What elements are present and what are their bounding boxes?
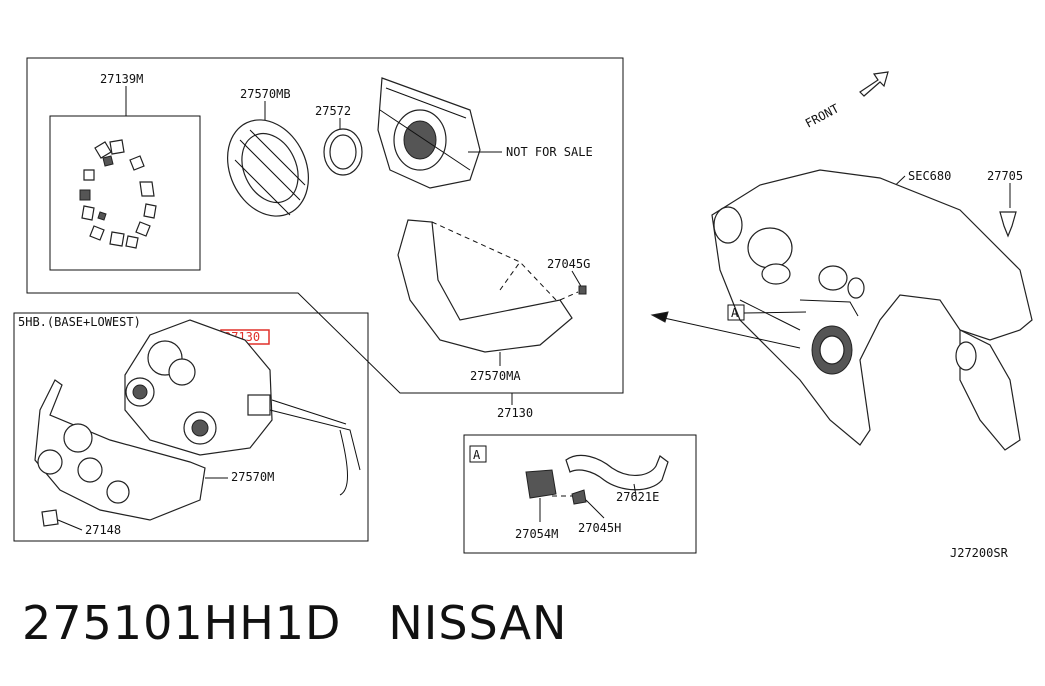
upper-group-frame (26, 57, 624, 394)
part-27148-knob (41, 509, 59, 527)
label-27621e: 27621E (616, 490, 659, 504)
label-27705: 27705 (987, 169, 1023, 183)
label-front: FRONT (803, 101, 841, 130)
kit-27139m-frame (49, 115, 201, 271)
label-27572: 27572 (315, 104, 351, 118)
part-number: 275101HH1D (22, 596, 342, 650)
label-variant: 5HB.(BASE+LOWEST) (18, 315, 141, 329)
part-27621e-hose (565, 454, 669, 491)
part-not-for-sale-unit (377, 77, 481, 189)
part-27045g-clip (578, 285, 587, 295)
label-27570mb: 27570MB (240, 87, 291, 101)
label-a-main: A (731, 306, 739, 320)
part-27570m-bezel (34, 379, 206, 521)
label-27054m: 27054M (515, 527, 558, 541)
label-not-for-sale: NOT FOR SALE (506, 145, 593, 159)
dashboard-assembly (711, 169, 1033, 451)
part-27054m-switch (525, 469, 557, 499)
label-sec680: SEC680 (908, 169, 951, 183)
part-27045h-screw (571, 489, 587, 505)
variant-frame (13, 312, 369, 542)
part-27705-clip (999, 211, 1017, 238)
part-27572-ring (323, 128, 363, 176)
label-27148: 27148 (85, 523, 121, 537)
label-27139m: 27139M (100, 72, 143, 86)
label-27045g: 27045G (547, 257, 590, 271)
part-27570ma-cover (397, 219, 573, 353)
brand-name: NISSAN (388, 596, 568, 650)
front-arrow-icon (859, 71, 889, 97)
label-drawing-code: J27200SR (950, 546, 1009, 560)
detail-a-frame (463, 434, 697, 554)
part-27130-control-unit (124, 319, 361, 496)
label-27570m: 27570M (231, 470, 274, 484)
label-27045h: 27045H (578, 521, 621, 535)
knob-caps-set (79, 139, 157, 249)
footer-part-number: 275101HH1D NISSAN (22, 596, 567, 650)
label-27130-bottom: 27130 (497, 406, 533, 420)
label-a-box: A (473, 448, 481, 462)
label-27570ma: 27570MA (470, 369, 521, 383)
part-27570mb-housing (226, 119, 310, 217)
pointer-arrow-icon (654, 315, 801, 349)
